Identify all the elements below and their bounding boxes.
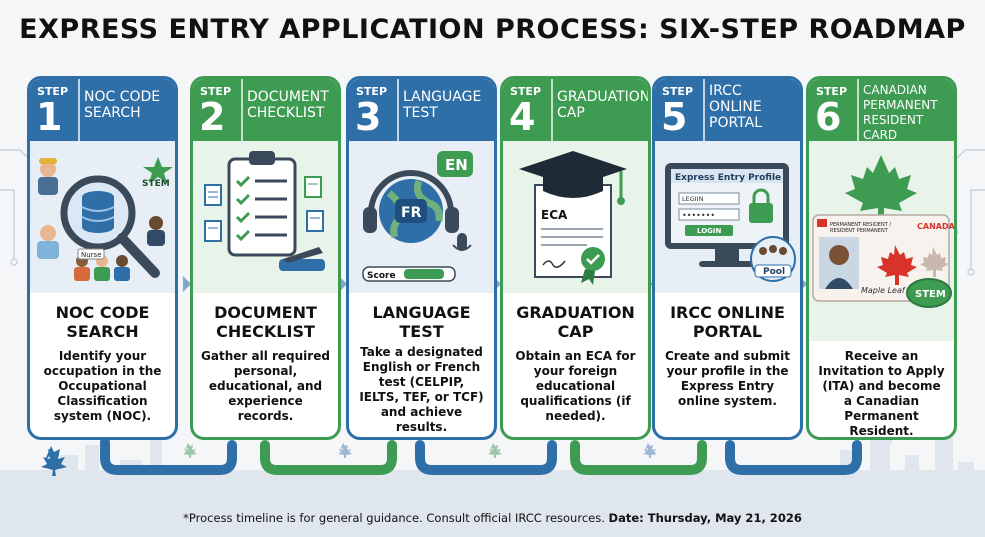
svg-text:Express Entry Profile: Express Entry Profile — [675, 173, 781, 183]
step-badge: STEP 1 — [30, 79, 80, 141]
pr-card-icon: PERMANENT RESIDENT / RESIDENT PERMANENT … — [812, 155, 954, 308]
step-badge: STEP 3 — [349, 79, 399, 141]
step-heading: IRCC ONLINE PORTAL — [670, 303, 785, 341]
headset-globe-icon: EN FR Score — [362, 151, 473, 282]
step-number: 2 — [199, 95, 226, 139]
maple-leaf-icon — [877, 245, 917, 285]
lock-icon — [749, 188, 773, 223]
svg-text:Maple Leaf: Maple Leaf — [861, 286, 906, 295]
step-description: Identify your occupation in the Occupati… — [43, 349, 162, 423]
footer-disclaimer: *Process timeline is for general guidanc… — [183, 511, 605, 525]
svg-text:STEM: STEM — [915, 289, 946, 300]
footer-note: *Process timeline is for general guidanc… — [0, 511, 985, 525]
step-header: STEP 1 NOC CODE SEARCH — [30, 79, 175, 141]
svg-text:Nurse: Nurse — [81, 251, 102, 259]
step-number: 6 — [815, 95, 842, 139]
footer-date: Date: Thursday, May 21, 2026 — [608, 511, 802, 525]
step-card-3: STEP 3 LANGUAGE TEST EN FR Score LANGUAG… — [346, 76, 497, 440]
step-card-5: STEP 5 IRCC ONLINE PORTAL Express Entry … — [652, 76, 803, 440]
seal-icon — [581, 247, 605, 285]
svg-text:LOGIN: LOGIN — [697, 227, 722, 235]
step-number: 5 — [661, 95, 688, 139]
step-card-2: STEP 2 DOCUMENT CHECKLIST DOCUMENT CHECK… — [190, 76, 341, 440]
step-header: STEP 3 LANGUAGE TEST — [349, 79, 494, 141]
step-header: STEP 4 GRADUATION CAP — [503, 79, 648, 141]
monitor-login-icon: Express Entry Profile LEGIIN ••••••• LOG… — [665, 163, 796, 282]
svg-text:STEM: STEM — [142, 179, 170, 189]
photo-icon — [819, 237, 859, 289]
step-description: Create and submit your profile in the Ex… — [664, 349, 791, 408]
step-number: 4 — [509, 95, 536, 139]
step-number: 1 — [36, 95, 63, 139]
step-badge: STEP 6 — [809, 79, 859, 141]
step-card-4: STEP 4 GRADUATION CAP ECA GRADUATION CAP… — [500, 76, 651, 440]
step-header-title: LANGUAGE TEST — [403, 89, 482, 121]
microphone-icon — [452, 233, 472, 251]
step-header: STEP 2 DOCUMENT CHECKLIST — [193, 79, 338, 141]
stapler-icon — [279, 247, 325, 271]
step-header-title: GRADUATION CAP — [557, 89, 651, 121]
step-number: 3 — [355, 95, 382, 139]
document-icon — [204, 184, 222, 206]
step-heading: LANGUAGE TEST — [372, 303, 471, 341]
page-title: EXPRESS ENTRY APPLICATION PROCESS: SIX-S… — [19, 14, 966, 45]
step-header-title: CANADIAN PERMANENT RESIDENT CARD — [863, 83, 938, 142]
step-header: STEP 5 IRCC ONLINE PORTAL — [655, 79, 800, 141]
svg-text:RESIDENT PERMANENT: RESIDENT PERMANENT — [830, 228, 889, 234]
step-card-6: STEP 6 CANADIAN PERMANENT RESIDENT CARD … — [806, 76, 957, 440]
step-illustration: PERMANENT RESIDENT / RESIDENT PERMANENT … — [809, 141, 954, 341]
svg-text:Pool: Pool — [763, 267, 785, 277]
step-header-title: IRCC ONLINE PORTAL — [709, 83, 763, 131]
step-header-title: NOC CODE SEARCH — [84, 89, 161, 121]
step-heading: GRADUATION CAP — [516, 303, 635, 341]
worker-icon — [38, 158, 58, 195]
magnifier-database-icon: STEM Nurse — [37, 157, 173, 281]
step-illustration — [193, 141, 338, 293]
step-header-title: DOCUMENT CHECKLIST — [247, 89, 329, 121]
step-header: STEP 6 CANADIAN PERMANENT RESIDENT CARD — [809, 79, 954, 142]
clipboard-checklist-icon — [204, 151, 325, 271]
step-badge: STEP 2 — [193, 79, 243, 141]
step-badge: STEP 4 — [503, 79, 553, 141]
step-card-1: STEP 1 NOC CODE SEARCH STEM Nurse NOC CO… — [27, 76, 178, 440]
svg-text:LEGIIN: LEGIIN — [682, 195, 704, 203]
graduation-cap-icon: ECA — [519, 151, 627, 285]
step-illustration: ECA — [503, 141, 648, 293]
step-description: Obtain an ECA for your foreign education… — [515, 349, 636, 423]
svg-text:FR: FR — [401, 205, 422, 221]
svg-text:EN: EN — [445, 156, 468, 174]
nurse-icon — [37, 225, 59, 259]
step-description: Receive an Invitation to Apply (ITA) and… — [818, 349, 945, 438]
svg-text:Score: Score — [367, 271, 396, 281]
step-heading: NOC CODE SEARCH — [55, 303, 150, 341]
svg-text:CANADA: CANADA — [917, 222, 954, 231]
svg-text:PERMANENT RESIDENT /: PERMANENT RESIDENT / — [830, 222, 891, 228]
svg-text:•••••••: ••••••• — [682, 211, 715, 220]
step-heading: DOCUMENT CHECKLIST — [214, 303, 317, 341]
step-illustration: STEM Nurse — [30, 141, 175, 293]
step-description: Take a designated English or French test… — [359, 345, 484, 434]
step-illustration: Express Entry Profile LEGIIN ••••••• LOG… — [655, 141, 800, 293]
step-illustration: EN FR Score — [349, 141, 494, 293]
step-badge: STEP 5 — [655, 79, 705, 141]
step-description: Gather all required personal, educationa… — [201, 349, 330, 423]
svg-text:ECA: ECA — [541, 208, 568, 222]
